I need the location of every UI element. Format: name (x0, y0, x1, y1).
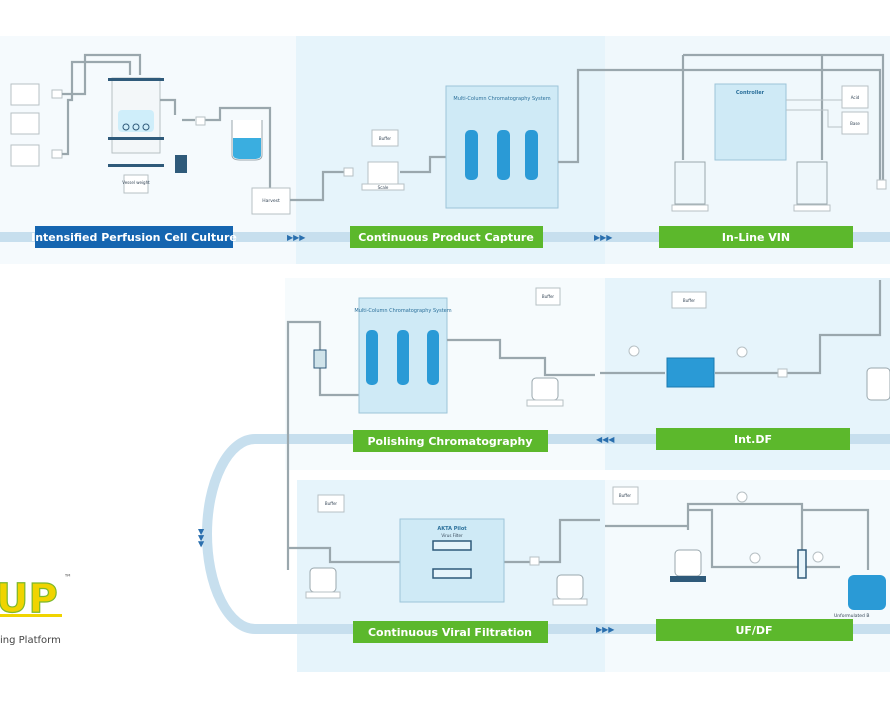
controller-label: Controller (736, 90, 765, 96)
svg-text:◀◀◀: ◀◀◀ (596, 435, 615, 444)
acid-label: Acid (851, 95, 860, 100)
buffer-label-2: Buffer (542, 294, 554, 299)
stage-intensified-perfusion: Intensified Perfusion Cell Culture (31, 226, 237, 248)
mcc-title: Multi-Column Chromatography System (453, 96, 550, 102)
flow-arrows: ▶▶▶ ▶▶▶ ◀◀◀ ▶▶▶ ▶▶▶ (197, 233, 615, 634)
stage-inline-vin: In-Line VIN (659, 226, 853, 248)
scale-label: Scale (378, 185, 389, 190)
akta-label: AKTA Pilot (437, 526, 467, 532)
capture-system: Buffer Scale Multi-Column Chromatography… (290, 68, 882, 209)
svg-text:Polishing Chromatography: Polishing Chromatography (367, 435, 532, 448)
svg-text:▶▶▶: ▶▶▶ (596, 625, 615, 634)
bioreactor-system: Vessel weight Harvest (10, 53, 291, 215)
svg-text:▶▶▶: ▶▶▶ (287, 233, 306, 242)
vessel-weight-label: Vessel weight (122, 180, 150, 185)
stage-polishing: Polishing Chromatography (353, 430, 548, 452)
intdf-system: Buffer (600, 280, 890, 401)
stage-product-capture: Continuous Product Capture (350, 226, 543, 248)
svg-text:▶▶▶: ▶▶▶ (197, 529, 206, 548)
svg-text:Int.DF: Int.DF (734, 433, 772, 446)
svg-text:Intensified Perfusion Cell Cul: Intensified Perfusion Cell Culture (31, 231, 237, 244)
panel-ufdf (605, 480, 890, 672)
svg-text:Continuous Viral Filtration: Continuous Viral Filtration (368, 626, 532, 639)
ufdf-system: Buffer Unformulated B (605, 486, 886, 619)
flow-band-middle (255, 434, 890, 444)
logo-tagline: ing Platform (0, 635, 61, 646)
buffer-label: Buffer (379, 136, 391, 141)
vin-system: Controller Acid Base (671, 53, 887, 212)
viral-filtration-system: Buffer AKTA Pilot Virus Filter (288, 494, 600, 606)
stage-ufdf: UF/DF (656, 619, 853, 641)
logo-tm: ™ (64, 573, 72, 582)
harvest-label: Harvest (262, 198, 280, 204)
flow-band-bottom (255, 624, 890, 634)
buffer-label-4: Buffer (325, 501, 337, 506)
flow-band-loop (202, 434, 300, 634)
virus-filter-label: Virus Filter (441, 533, 463, 538)
polishing-system: Multi-Column Chromatography System Buffe… (286, 287, 595, 570)
unformulated-bulk-label: Unformulated B (834, 613, 869, 619)
logo: UP ™ ing Platform (0, 573, 72, 646)
buffer-label-5: Buffer (619, 493, 631, 498)
svg-text:Continuous Product Capture: Continuous Product Capture (358, 231, 534, 244)
mcc-title-polishing: Multi-Column Chromatography System (354, 308, 451, 314)
buffer-label-3: Buffer (683, 298, 695, 303)
stage-viral-filtration: Continuous Viral Filtration (353, 621, 548, 643)
stage-intdf: Int.DF (656, 428, 850, 450)
svg-text:UF/DF: UF/DF (735, 624, 772, 637)
svg-text:In-Line VIN: In-Line VIN (722, 231, 790, 244)
svg-text:▶▶▶: ▶▶▶ (594, 233, 613, 242)
base-label: Base (850, 121, 860, 126)
